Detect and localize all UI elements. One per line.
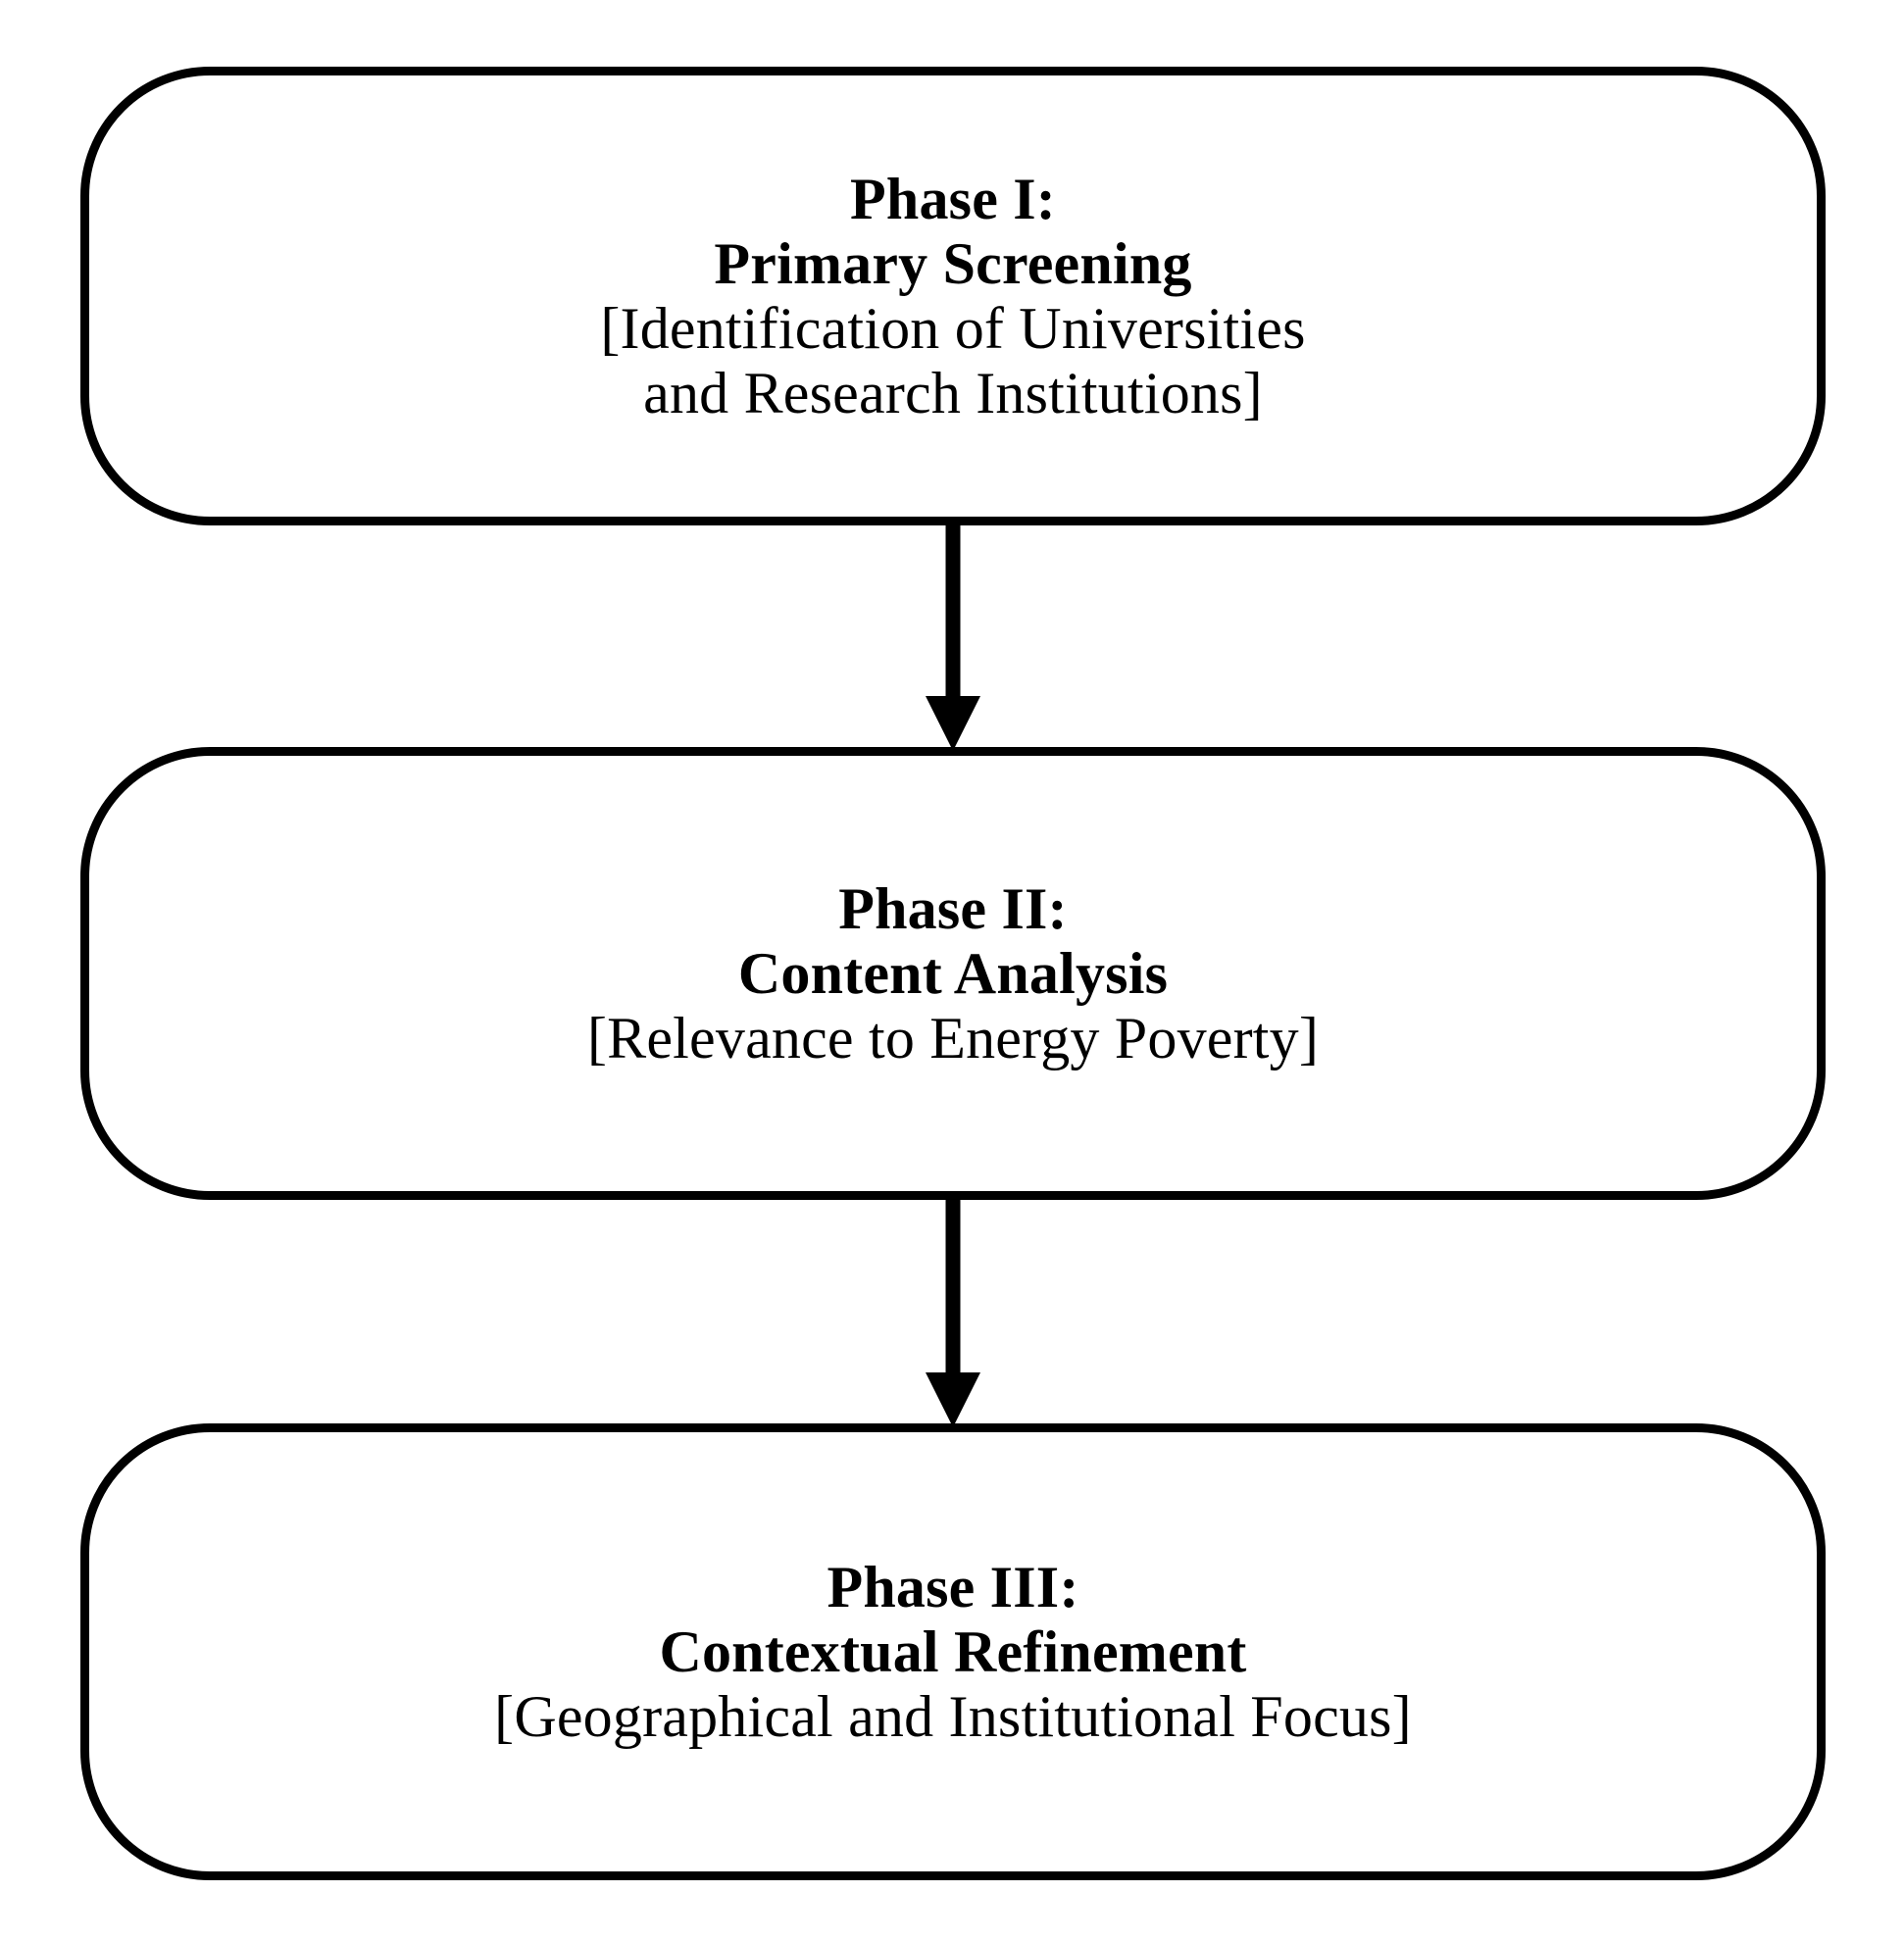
- arrow-head-down-icon: [926, 1372, 980, 1427]
- phase-2-title-line-1: Phase II:: [838, 876, 1068, 941]
- flowchart-node-phase-3[interactable]: Phase III: Contextual Refinement [Geogra…: [80, 1423, 1826, 1880]
- arrow-head-down-icon: [926, 696, 980, 751]
- phase-3-title-line-1: Phase III:: [827, 1555, 1079, 1619]
- phase-1-title-line-2: Primary Screening: [714, 231, 1192, 296]
- phase-3-title-line-2: Contextual Refinement: [659, 1619, 1247, 1684]
- phase-3-detail-line-1: [Geographical and Institutional Focus]: [494, 1684, 1412, 1749]
- flowchart-node-phase-2[interactable]: Phase II: Content Analysis [Relevance to…: [80, 747, 1826, 1200]
- arrow-shaft-icon: [945, 523, 961, 698]
- phase-1-title-line-1: Phase I:: [850, 167, 1056, 231]
- connector-phase2-to-phase3: [926, 1198, 980, 1427]
- connector-phase1-to-phase2: [926, 523, 980, 751]
- phase-2-title-line-2: Content Analysis: [737, 941, 1169, 1006]
- arrow-shaft-icon: [945, 1198, 961, 1374]
- phase-2-detail-line-1: [Relevance to Energy Poverty]: [586, 1006, 1320, 1071]
- flowchart-node-phase-1[interactable]: Phase I: Primary Screening [Identificati…: [80, 67, 1826, 525]
- phase-1-detail-line-1: [Identification of Universities: [600, 296, 1306, 361]
- phase-1-detail-line-2: and Research Institutions]: [643, 361, 1263, 425]
